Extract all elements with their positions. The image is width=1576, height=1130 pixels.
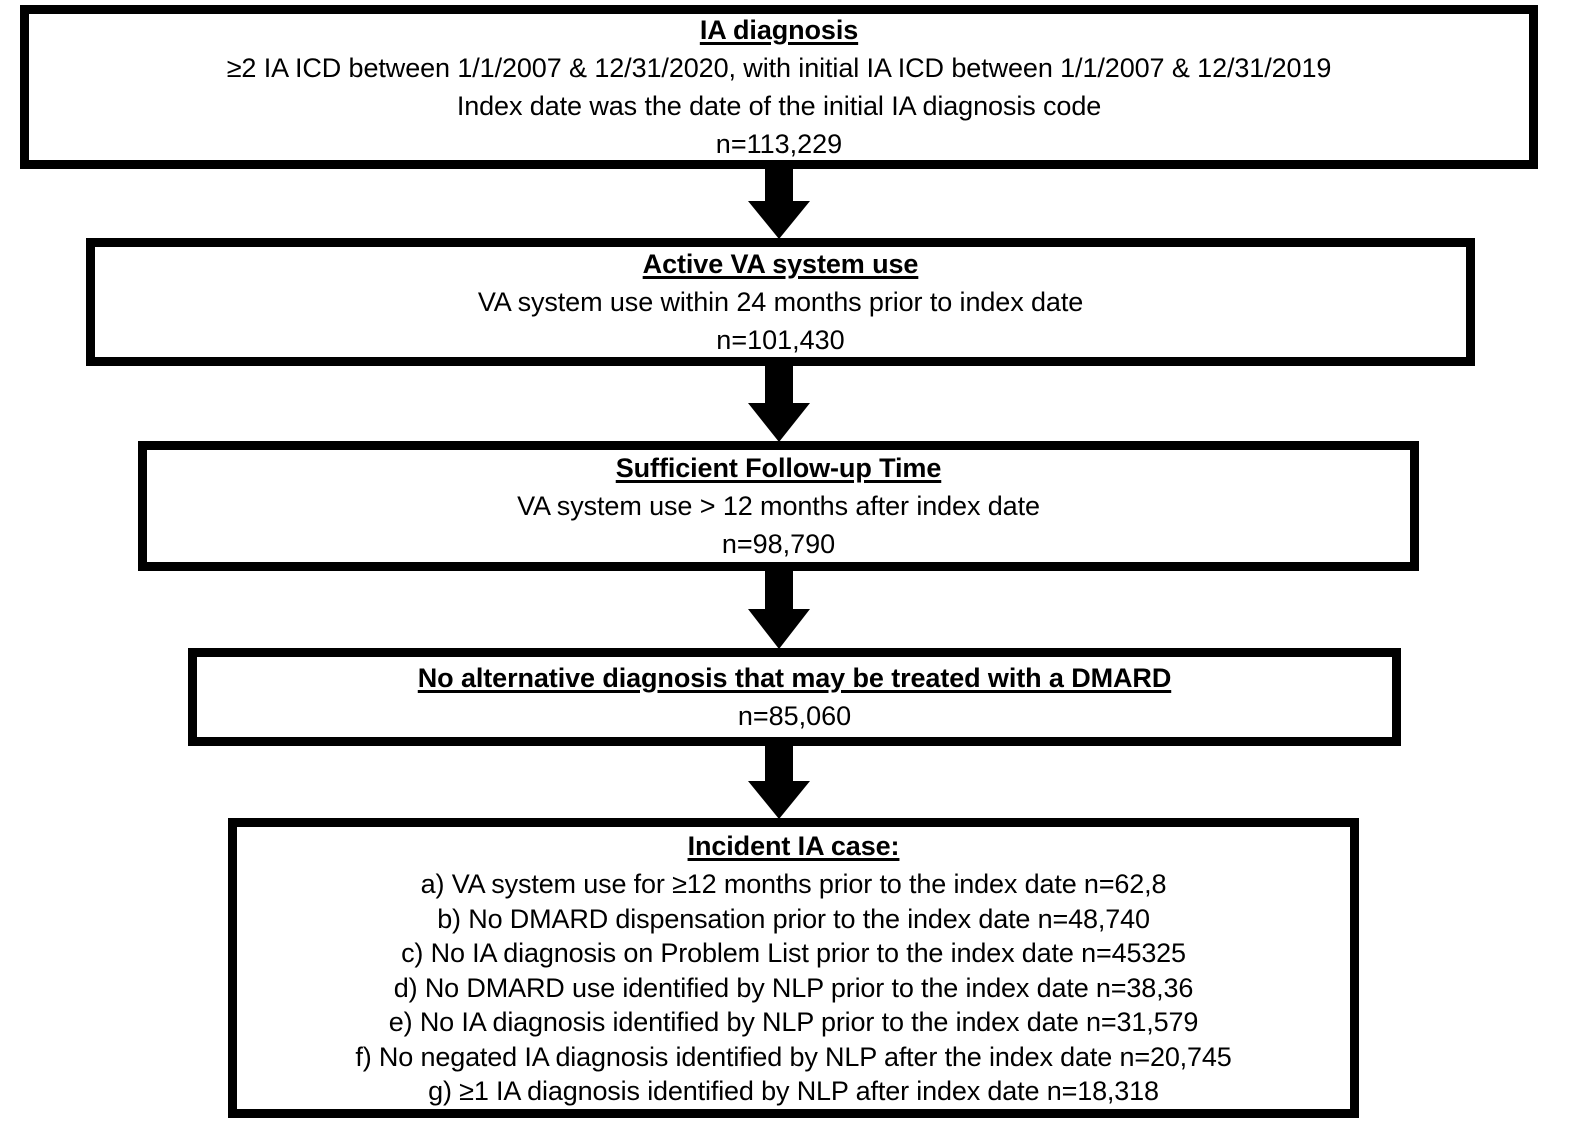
flowchart-node-ia-diagnosis: IA diagnosis ≥2 IA ICD between 1/1/2007 … (20, 5, 1538, 169)
flowchart-node-sufficient-followup-time: Sufficient Follow-up Time VA system use … (138, 441, 1419, 571)
node-count: n=101,430 (716, 325, 845, 355)
node-title: Incident IA case: (687, 831, 900, 862)
list-item: e) No IA diagnosis identified by NLP pri… (388, 1007, 1199, 1038)
flowchart-node-no-alternative-diagnosis: No alternative diagnosis that may be tre… (188, 648, 1401, 746)
node-title: IA diagnosis (699, 15, 859, 45)
list-item: a) VA system use for ≥12 months prior to… (420, 869, 1167, 900)
node-title: Active VA system use (642, 249, 919, 279)
down-arrow-icon (748, 365, 810, 442)
list-item: g) ≥1 IA diagnosis identified by NLP aft… (428, 1076, 1159, 1107)
node-title: No alternative diagnosis that may be tre… (417, 663, 1172, 693)
node-count: n=113,229 (715, 129, 843, 159)
list-item: b) No DMARD dispensation prior to the in… (437, 903, 1150, 934)
node-count: n=98,790 (721, 529, 836, 559)
down-arrow-icon (748, 570, 810, 649)
list-item: d) No DMARD use identified by NLP prior … (393, 972, 1194, 1003)
list-item: f) No negated IA diagnosis identified by… (355, 1041, 1232, 1072)
node-title: Sufficient Follow-up Time (615, 453, 942, 483)
node-criteria-line: VA system use > 12 months after index da… (517, 491, 1040, 521)
flowchart-node-active-va-use: Active VA system use VA system use withi… (86, 238, 1475, 366)
node-count: n=85,060 (737, 701, 852, 731)
down-arrow-icon (748, 745, 810, 819)
incident-criteria-list: a) VA system use for ≥12 months prior to… (237, 867, 1350, 1109)
down-arrow-icon (748, 168, 810, 239)
list-item: c) No IA diagnosis on Problem List prior… (401, 938, 1186, 969)
node-criteria-line: VA system use within 24 months prior to … (477, 287, 1084, 317)
node-criteria-line: Index date was the date of the initial I… (456, 91, 1102, 121)
node-criteria-line: ≥2 IA ICD between 1/1/2007 & 12/31/2020,… (226, 53, 1332, 83)
flowchart-node-incident-ia-case: Incident IA case: a) VA system use for ≥… (228, 818, 1359, 1118)
